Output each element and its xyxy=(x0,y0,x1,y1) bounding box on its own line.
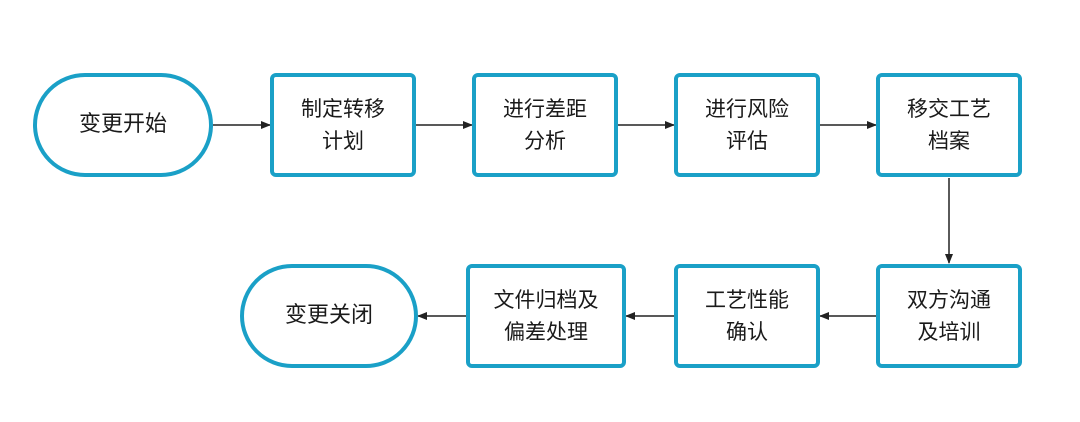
step-label-line1: 工艺性能 xyxy=(705,288,789,312)
start-node: 变更开始 xyxy=(33,73,213,177)
step-label-line1: 双方沟通 xyxy=(907,288,991,312)
step-transfer-process-archive: 移交工艺 档案 xyxy=(876,73,1022,177)
step-gap-analysis: 进行差距 分析 xyxy=(472,73,618,177)
end-node: 变更关闭 xyxy=(240,264,418,368)
end-label: 变更关闭 xyxy=(284,303,373,328)
step-label-line2: 评估 xyxy=(726,129,768,153)
start-label: 变更开始 xyxy=(78,112,167,137)
step-label-line1: 进行风险 xyxy=(705,97,789,121)
step-label-line2: 分析 xyxy=(524,129,566,153)
step-label-line1: 移交工艺 xyxy=(907,97,991,121)
step-label-line2: 计划 xyxy=(322,129,364,153)
step-communication-training: 双方沟通 及培训 xyxy=(876,264,1022,368)
step-label-line1: 制定转移 xyxy=(301,97,385,121)
step-label-line2: 偏差处理 xyxy=(504,320,588,344)
step-label-line2: 档案 xyxy=(928,129,970,153)
step-label-line2: 及培训 xyxy=(917,320,981,344)
step-label-line1: 进行差距 xyxy=(503,97,587,121)
step-process-performance-confirmation: 工艺性能 确认 xyxy=(674,264,820,368)
step-label-line1: 文件归档及 xyxy=(493,288,599,312)
step-make-transfer-plan: 制定转移 计划 xyxy=(270,73,416,177)
step-label-line2: 确认 xyxy=(726,320,768,344)
step-filing-deviation-handling: 文件归档及 偏差处理 xyxy=(466,264,626,368)
step-risk-assessment: 进行风险 评估 xyxy=(674,73,820,177)
